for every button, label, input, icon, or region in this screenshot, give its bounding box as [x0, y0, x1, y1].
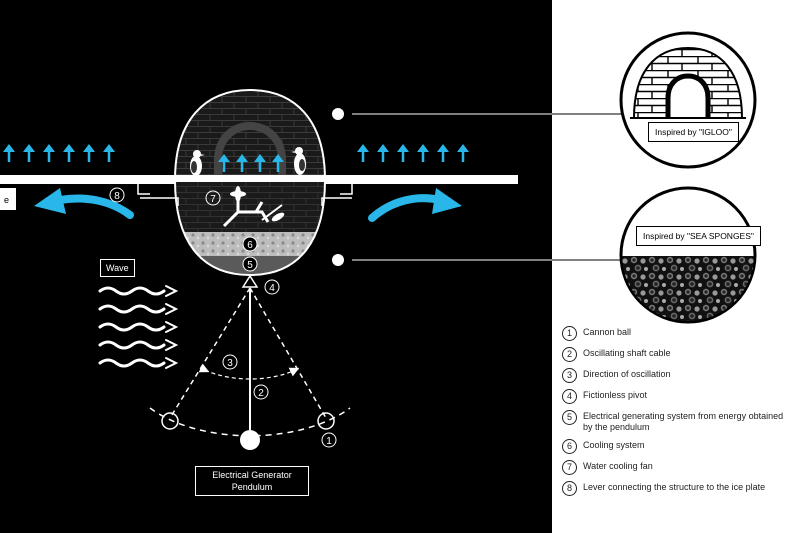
up-arrow-icon [457, 144, 469, 162]
legend-number: 7 [562, 460, 577, 475]
inspiration-sponge-label: Inspired by "SEA SPONGES" [636, 226, 761, 246]
up-arrow-icon [397, 144, 409, 162]
legend-item: 4 Fictionless pivot [562, 389, 794, 404]
wave-label: Wave [100, 259, 135, 277]
curved-arrow-head-left [34, 188, 66, 214]
up-arrow-icon [437, 144, 449, 162]
legend-number: 8 [562, 481, 577, 496]
inspiration-sponge-text: Inspired by "SEA SPONGES" [643, 231, 754, 241]
number-markers: 8 7 6 5 4 3 2 1 [109, 187, 337, 448]
legend-number: 1 [562, 326, 577, 341]
wave-icon [98, 339, 179, 351]
plate-end-text: e [4, 195, 9, 205]
up-arrows-right [357, 144, 469, 162]
sponge-icon [619, 186, 757, 324]
connector-dot-sponge [332, 254, 344, 266]
generator-line1: Electrical Generator [212, 470, 292, 480]
legend-item: 7 Water cooling fan [562, 460, 794, 475]
legend-number: 4 [562, 389, 577, 404]
igloo-icon [619, 31, 757, 169]
pivot [241, 274, 259, 288]
ice-plate [0, 175, 518, 184]
generator-line2: Pendulum [231, 482, 273, 492]
wave-icon [98, 357, 179, 369]
marker-2: 2 [258, 388, 264, 399]
shaft-cable-left [169, 287, 251, 419]
marker-7: 7 [210, 194, 216, 205]
legend-number: 3 [562, 368, 577, 383]
curved-arrow-icon [56, 194, 134, 219]
up-arrow-icon [272, 154, 284, 172]
up-arrow-icon [83, 144, 95, 162]
legend-item: 1 Cannon ball [562, 326, 794, 341]
legend-text: Oscillating shaft cable [583, 348, 671, 358]
penguin-icon [291, 147, 306, 175]
up-arrow-icon [43, 144, 55, 162]
swing-path [149, 407, 351, 437]
curved-arrow-head-right [432, 188, 462, 214]
up-arrow-icon [63, 144, 75, 162]
up-arrow-icon [218, 154, 230, 172]
cannon-ball-right [317, 412, 335, 430]
curved-arrow-icon [368, 194, 444, 222]
up-arrows-inside [218, 154, 284, 172]
marker-1: 1 [326, 436, 332, 447]
legend-number: 6 [562, 439, 577, 454]
connector-dot-igloo [332, 108, 344, 120]
marker-4: 4 [269, 283, 275, 294]
legend-text: Lever connecting the structure to the ic… [583, 482, 766, 492]
legend-item: 6 Cooling system [562, 439, 794, 454]
legend-number: 2 [562, 347, 577, 362]
oscillation-direction [198, 363, 300, 380]
legend-text: Fictionless pivot [583, 390, 648, 400]
cannon-ball [240, 430, 260, 450]
marker-8: 8 [114, 191, 120, 202]
up-arrow-icon [254, 154, 266, 172]
wave-label-text: Wave [106, 263, 129, 273]
up-arrow-icon [357, 144, 369, 162]
legend-text: Cooling system [583, 440, 645, 450]
generator-label: Electrical Generator Pendulum [195, 466, 309, 496]
igloo-dome [174, 88, 326, 181]
up-arrow-icon [377, 144, 389, 162]
up-arrow-icon [103, 144, 115, 162]
fan-icon [222, 186, 285, 228]
wave-icon [98, 285, 179, 297]
wave-icon [98, 303, 179, 315]
wave-icon [98, 321, 179, 333]
legend-item: 8 Lever connecting the structure to the … [562, 481, 794, 496]
lever-left [137, 184, 179, 206]
legend-text: Electrical generating system from energy… [583, 411, 784, 432]
legend-item: 2 Oscillating shaft cable [562, 347, 794, 362]
lever-right [321, 184, 353, 206]
waves [98, 285, 179, 369]
up-arrow-icon [417, 144, 429, 162]
up-arrows-left [3, 144, 115, 162]
up-arrow-icon [236, 154, 248, 172]
marker-5: 5 [247, 260, 253, 271]
legend-text: Direction of oscillation [583, 369, 671, 379]
up-arrow-icon [23, 144, 35, 162]
up-arrow-icon [3, 144, 15, 162]
marker-3: 3 [227, 358, 233, 369]
legend-item: 5 Electrical generating system from ener… [562, 410, 794, 433]
inspiration-igloo-label: Inspired by "IGLOO" [648, 122, 739, 142]
legend-text: Cannon ball [583, 327, 632, 337]
legend-text: Water cooling fan [583, 461, 653, 471]
legend-number: 5 [562, 410, 577, 425]
shaft-cable-right [249, 287, 327, 419]
penguin-icon [190, 150, 205, 176]
cannon-ball-left [161, 412, 179, 430]
legend-item: 3 Direction of oscillation [562, 368, 794, 383]
inspiration-igloo-text: Inspired by "IGLOO" [655, 127, 732, 137]
legend: 1 Cannon ball 2 Oscillating shaft cable … [562, 326, 794, 502]
plate-end-label-box [0, 188, 16, 210]
pendulum [149, 274, 351, 450]
marker-6: 6 [247, 240, 253, 251]
